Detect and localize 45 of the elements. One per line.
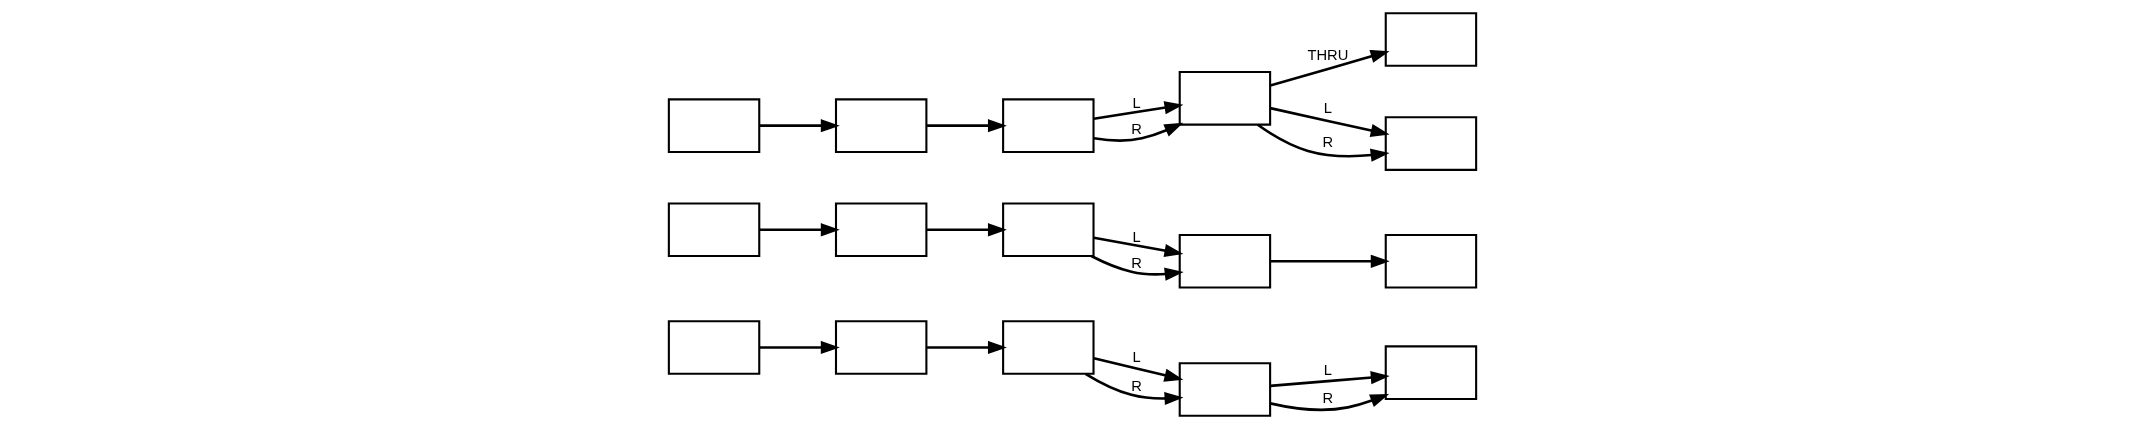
arrow bbox=[758, 340, 840, 354]
arrow bbox=[1084, 372, 1183, 405]
node-box bbox=[1384, 115, 1477, 171]
edge-label: L bbox=[1323, 99, 1332, 116]
arrow bbox=[925, 222, 1007, 236]
arrow bbox=[1269, 106, 1390, 137]
arrow bbox=[1093, 100, 1183, 120]
node-box bbox=[834, 97, 927, 153]
node-box bbox=[834, 201, 927, 257]
node-box bbox=[667, 201, 760, 257]
edge-label: L bbox=[1323, 361, 1332, 378]
arrow bbox=[1093, 122, 1183, 142]
arrow bbox=[1269, 254, 1390, 268]
edge-label: L bbox=[1132, 228, 1141, 245]
arrow bbox=[758, 222, 840, 236]
arrow bbox=[925, 118, 1007, 132]
edge-label: R bbox=[1322, 389, 1333, 406]
node-box bbox=[1001, 319, 1095, 375]
arrow bbox=[1093, 236, 1183, 257]
edge-label: L bbox=[1132, 348, 1141, 365]
edge-label: R bbox=[1130, 377, 1142, 394]
node-box bbox=[1178, 70, 1271, 126]
arrow bbox=[1093, 356, 1183, 382]
arrow bbox=[1269, 370, 1390, 387]
arrow bbox=[1256, 123, 1390, 162]
arrow bbox=[1090, 254, 1184, 281]
node-box bbox=[1178, 233, 1271, 289]
node-box bbox=[1384, 233, 1477, 289]
arrow bbox=[1269, 49, 1390, 87]
arrow bbox=[1269, 393, 1389, 411]
node-box bbox=[834, 319, 927, 375]
edge-label: THRU bbox=[1307, 46, 1348, 63]
node-box bbox=[1178, 361, 1271, 417]
node-box bbox=[1001, 201, 1095, 257]
arrow bbox=[925, 340, 1007, 354]
node-box bbox=[1384, 344, 1477, 400]
edge-label: L bbox=[1132, 94, 1141, 111]
node-box bbox=[667, 97, 760, 153]
node-box bbox=[1384, 11, 1477, 67]
edge-label: R bbox=[1130, 254, 1142, 271]
node-box bbox=[1001, 97, 1095, 153]
node-box bbox=[667, 319, 760, 375]
edge-label: R bbox=[1130, 120, 1142, 137]
arrow bbox=[758, 118, 840, 132]
edge-label: R bbox=[1322, 133, 1333, 150]
